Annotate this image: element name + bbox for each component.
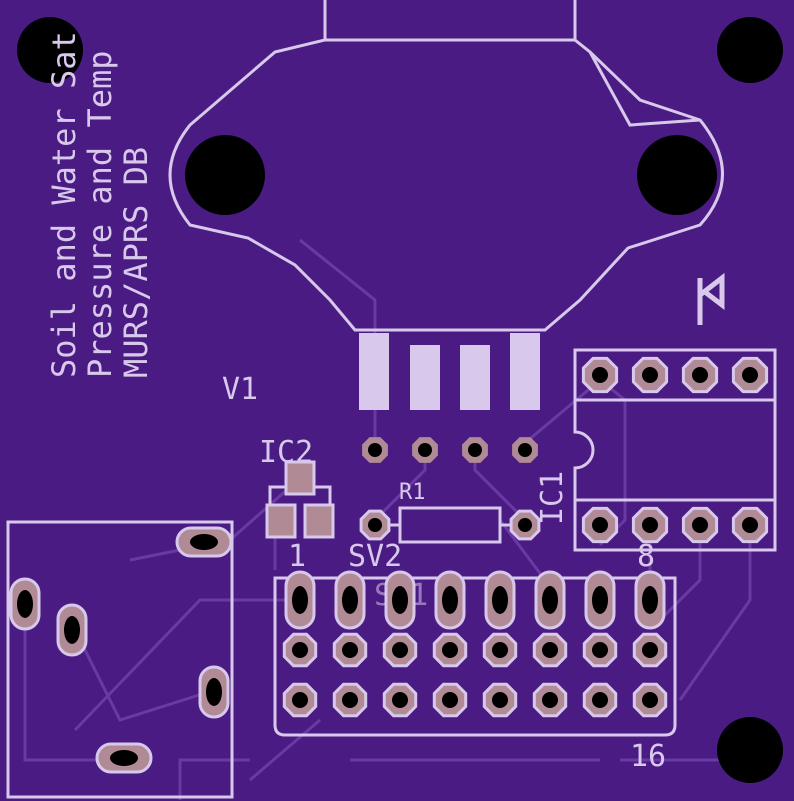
v1-port-hole [185,135,265,215]
ic1-body [573,348,777,552]
pad-drill [592,586,608,614]
v1-notch [588,51,701,127]
pad-drill [592,692,608,708]
label-pin-1: 1 [288,539,306,574]
pad-drill [392,692,408,708]
pad-drill [542,692,558,708]
connector-pads [9,526,233,774]
pad-drill [692,517,708,533]
trace [249,718,321,782]
sv2-outline [273,576,677,737]
pad-drill [190,534,218,550]
title-line-2: Pressure and Temp [81,50,119,378]
mounting-hole [717,17,783,83]
v1-thru-pads [362,437,538,463]
pad-drill [542,586,558,614]
pad-drill [518,443,532,457]
pad-drill [592,367,608,383]
title-line-3: MURS/APRS DB [117,147,155,378]
pad-drill [692,367,708,383]
pad-drill [392,586,408,614]
pad-drill [492,642,508,658]
pad-drill [592,517,608,533]
pad-drill [342,692,358,708]
label-sv2: SV2 [348,539,402,574]
label-ic1-group: IC1 [535,471,570,525]
v1-pad [410,345,440,410]
pad-drill [742,517,758,533]
pad-drill [642,367,658,383]
v1-port-hole [637,135,717,215]
pad-drill [368,518,382,532]
pad-drill [492,586,508,614]
pad-drill [342,586,358,614]
ic2-pad [265,503,297,539]
pad-drill [592,642,608,658]
board-title: Soil and Water Sat Pressure and Temp MUR… [45,31,155,378]
v1-sensor-outline [168,0,724,332]
sv2-oval-pads [284,570,666,630]
trace [524,378,601,445]
pad-drill [17,590,33,618]
label-pin-8: 8 [637,539,655,574]
ic2-pad [284,460,316,496]
title-line-1: Soil and Water Sat [45,31,83,378]
pad-drill [542,642,558,658]
label-r1: R1 [399,480,426,505]
pad-drill [442,586,458,614]
ic2-footprint [265,460,335,539]
trace [23,600,120,762]
pad-drill [368,443,382,457]
trace [178,758,250,800]
pad-drill [492,692,508,708]
mounting-hole [717,717,783,783]
connector-outline [6,520,234,799]
pad-drill [642,642,658,658]
ic1-outline [573,348,777,552]
v1-pad [460,345,490,410]
pad-drill [392,642,408,658]
label-ic1: IC1 [535,471,570,525]
pad-drill [642,517,658,533]
pad-drill [292,692,308,708]
trace [678,520,752,701]
pad-drill [442,642,458,658]
logo-mark-icon [697,272,725,325]
v1-pad [359,333,389,410]
r1-body [398,506,502,544]
pad-drill [642,692,658,708]
ic2-pad [303,503,335,539]
pad-drill [468,443,482,457]
v1-pads [359,333,540,410]
ic1-pads [581,356,769,544]
pad-drill [418,443,432,457]
pad-drill [292,642,308,658]
label-pin-16: 16 [630,739,666,774]
pad-drill [110,750,138,766]
pad-drill [342,642,358,658]
mounting-holes [17,17,783,783]
label-v1: V1 [222,372,258,407]
pad-drill [206,678,222,706]
pad-drill [742,367,758,383]
trace [73,629,216,722]
sv2-round-pads [282,632,668,718]
pad-drill [642,586,658,614]
trace [73,598,300,732]
v1-body [168,0,724,332]
pad-drill [518,518,532,532]
pad-drill [64,616,80,644]
ic2-outline [268,485,332,510]
v1-port-holes [185,135,717,215]
pad-drill [292,586,308,614]
r1-footprint [359,506,541,544]
v1-pad [510,333,540,410]
pad-drill [442,692,458,708]
mounting-hole [17,17,83,83]
